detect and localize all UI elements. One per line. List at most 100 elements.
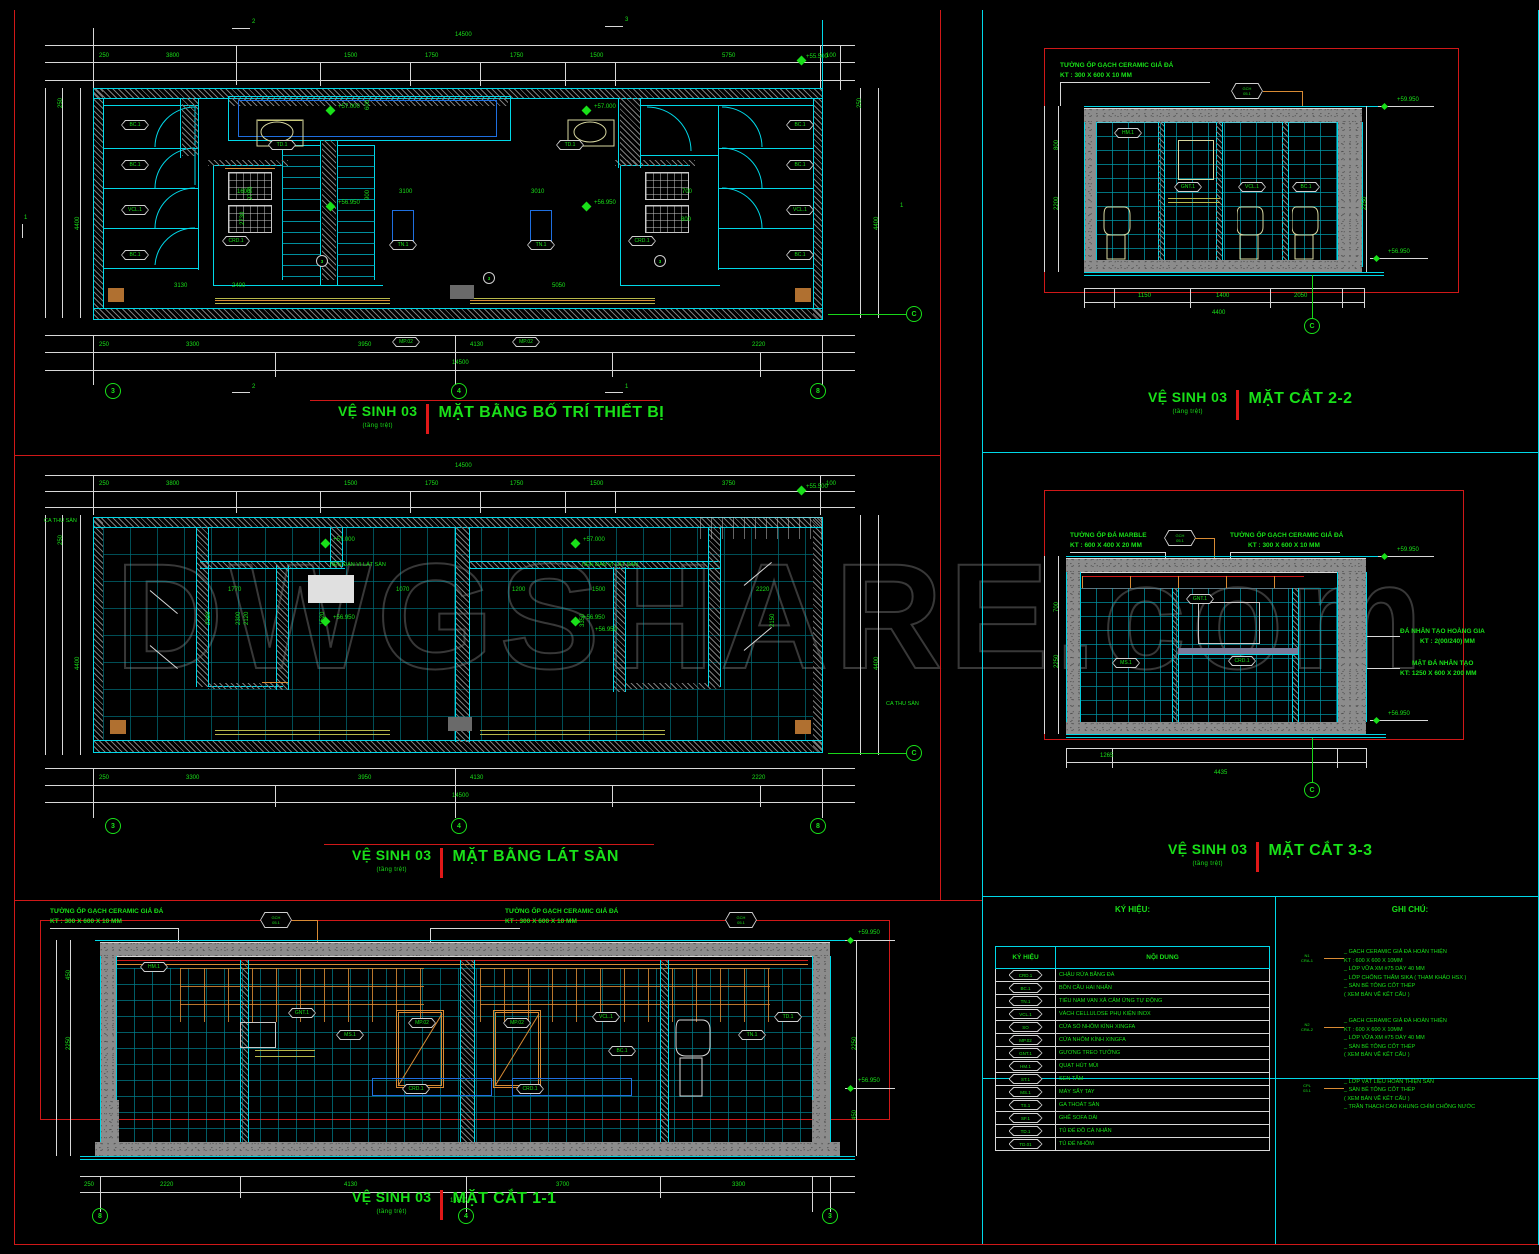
tag-mp02-a: MP.02: [392, 337, 420, 347]
v2-ann-1: CA THU SÀN: [44, 518, 77, 524]
v2-dim-top-7: 3750: [722, 481, 736, 487]
s22-dim-left-2: 800: [1054, 139, 1060, 150]
s11-grid-bubble-4: 4: [458, 1208, 474, 1224]
s22-ann-l1: TƯỜNG ỐP GẠCH CERAMIC GIẢ ĐÁ: [1060, 62, 1174, 69]
s11-tag-11: TD.1: [774, 1012, 802, 1022]
s11-tag-1: HM.1: [140, 962, 168, 972]
s11-dim-bot-2: 2220: [160, 1182, 174, 1188]
title-block-section-3-3: VỆ SINH 03 (tầng trệt) MẶT CẮT 3-3: [1168, 842, 1372, 872]
s33-tag-1: GNT.1: [1186, 594, 1214, 604]
s11-tag-3: MS.1: [336, 1030, 364, 1040]
title-block-section-1-1: VỆ SINH 03 (tầng trệt) MẶT CẮT 1-1: [352, 1190, 556, 1220]
section-mark-1-right: 1: [900, 203, 904, 209]
basin-right: [567, 119, 615, 147]
s11-elev-2: +56.950: [858, 1078, 880, 1084]
v2-inner-7: 2120: [244, 611, 250, 625]
s11-grid-bubble-8: 8: [92, 1208, 108, 1224]
s11-grid-bubble-3: 3: [822, 1208, 838, 1224]
s33-title-right: MẶT CẮT 3-3: [1268, 842, 1373, 859]
tag-bc1-d: BC.1: [786, 120, 814, 130]
legend-desc-cell: BỒN CẦU HAI NHẤN: [1055, 981, 1270, 995]
s33-ann-left-2: KT : 600 X 400 X 20 MM: [1070, 542, 1142, 549]
grid-bubble-8: 8: [810, 383, 826, 399]
section-mark-3-top: 3: [625, 17, 629, 23]
divider-legend: [1275, 896, 1276, 1244]
s33-dim-left-1: 2250: [1054, 654, 1060, 668]
v2-inner-5: 2220: [756, 587, 770, 593]
note-lines: _ GẠCH CERAMIC GIẢ ĐÁ HOÀN THIỆN KT : 60…: [1344, 1018, 1447, 1058]
elev-3: +56.950: [338, 200, 360, 206]
s11-vanity-box: [240, 1022, 276, 1048]
s22-hex-tag: GCH 05.1: [1231, 83, 1263, 99]
tag-vcl1-b: VCL.1: [786, 205, 814, 215]
title-divider: [426, 404, 430, 434]
s11-tag-5: MP.02: [503, 1018, 531, 1028]
legend-symbol-cell: MP.02: [995, 1033, 1056, 1047]
dim-top-8: 100: [826, 53, 837, 59]
inner-dim-10: 2700: [248, 186, 254, 200]
tag-td1-a: TD.1: [268, 140, 296, 150]
v2-elev-2: +57.000: [583, 537, 605, 543]
section-mark-1-left: 1: [24, 215, 28, 221]
v2-elev-4: +56.950: [583, 615, 605, 621]
s11-door-swing-2: [494, 1013, 540, 1087]
tag-bc1-e: BC.1: [786, 160, 814, 170]
divider-h1: [14, 455, 941, 456]
view-section-2-2: TƯỜNG ỐP GẠCH CERAMIC GIẢ ĐÁ KT : 300 X …: [982, 0, 1539, 452]
s22-grid-bubble-C: C: [1304, 318, 1320, 334]
legend-desc-cell: CHẬU RỬA BẰNG ĐÁ: [1055, 968, 1270, 982]
v2-inner-6: 2300: [236, 611, 242, 625]
border-bottom: [14, 1244, 1538, 1245]
dim-right-2: 250: [857, 97, 863, 108]
tag-crd1-a: CRD.1: [222, 236, 250, 246]
note-lines: _ LỚP VẬT LIỆU HOÀN THIỆN SÀN_ SÀN BÊ TÔ…: [1344, 1078, 1476, 1111]
v2-dim-top-2: 3800: [166, 481, 180, 487]
v2-dim-bot-3: 3950: [358, 775, 372, 781]
s11-tag-10: TN.1: [738, 1030, 766, 1040]
v2-dim-overall: 14500: [455, 463, 472, 469]
s22-dim-bot-3: 2050: [1294, 293, 1308, 299]
s22-dim-bot-1: 1150: [1138, 293, 1151, 299]
s33-grid-bubble-C: C: [1304, 782, 1320, 798]
v2-column-1: [110, 720, 126, 734]
s22-toilet-left: [1103, 206, 1131, 260]
v2-title-left: VỆ SINH 03 (tầng trệt): [352, 847, 432, 874]
legend-symbol-cell: MS.1: [995, 1085, 1056, 1099]
note-leader-line: [1324, 1027, 1344, 1028]
tile-highlight: [308, 575, 354, 603]
v2-dim-bot-5: 2220: [752, 775, 766, 781]
s22-tag-1: HM.1: [1114, 128, 1142, 138]
legend-symbol-cell: CRD.1: [995, 968, 1056, 982]
v2-title-divider: [440, 848, 444, 878]
s11-dim-bot-5: 3300: [732, 1182, 746, 1188]
door-swings-right: [721, 106, 763, 229]
note-leader-line: [1324, 1087, 1344, 1089]
v2-elev-green: +56.950: [595, 627, 617, 633]
legend-col-header-symbol: KÝ HIỆU: [995, 946, 1056, 969]
dim-top-4: 1750: [425, 53, 439, 59]
legend-symbol-cell: TD.01: [995, 1137, 1056, 1151]
elev-diamond-1: [325, 105, 336, 116]
column-1: [450, 285, 474, 299]
v2-column-2: [795, 720, 811, 734]
inner-dim-8: 800: [681, 217, 692, 223]
note-leader-line: [1324, 958, 1344, 959]
inner-dim-9: 2730: [240, 211, 246, 225]
inner-dim-4: 700: [682, 189, 693, 195]
legend-symbol-cell: VCL.1: [995, 1007, 1056, 1021]
legend-desc-cell: VÁCH CELLULOSE PHỤ KIỆN INOX: [1055, 1007, 1270, 1021]
tag-bc1-f: BC.1: [786, 250, 814, 260]
s22-toilet-right: [1292, 206, 1319, 260]
s22-title-divider: [1236, 390, 1240, 420]
dim-top-2: 3800: [166, 53, 180, 59]
s22-title-right: MẶT CẮT 2-2: [1248, 390, 1353, 407]
s33-ann-fr-2a: MẶT ĐÁ NHÂN TẠO: [1412, 660, 1474, 667]
s11-hex-tag-2: GCH 05.1: [725, 912, 757, 928]
